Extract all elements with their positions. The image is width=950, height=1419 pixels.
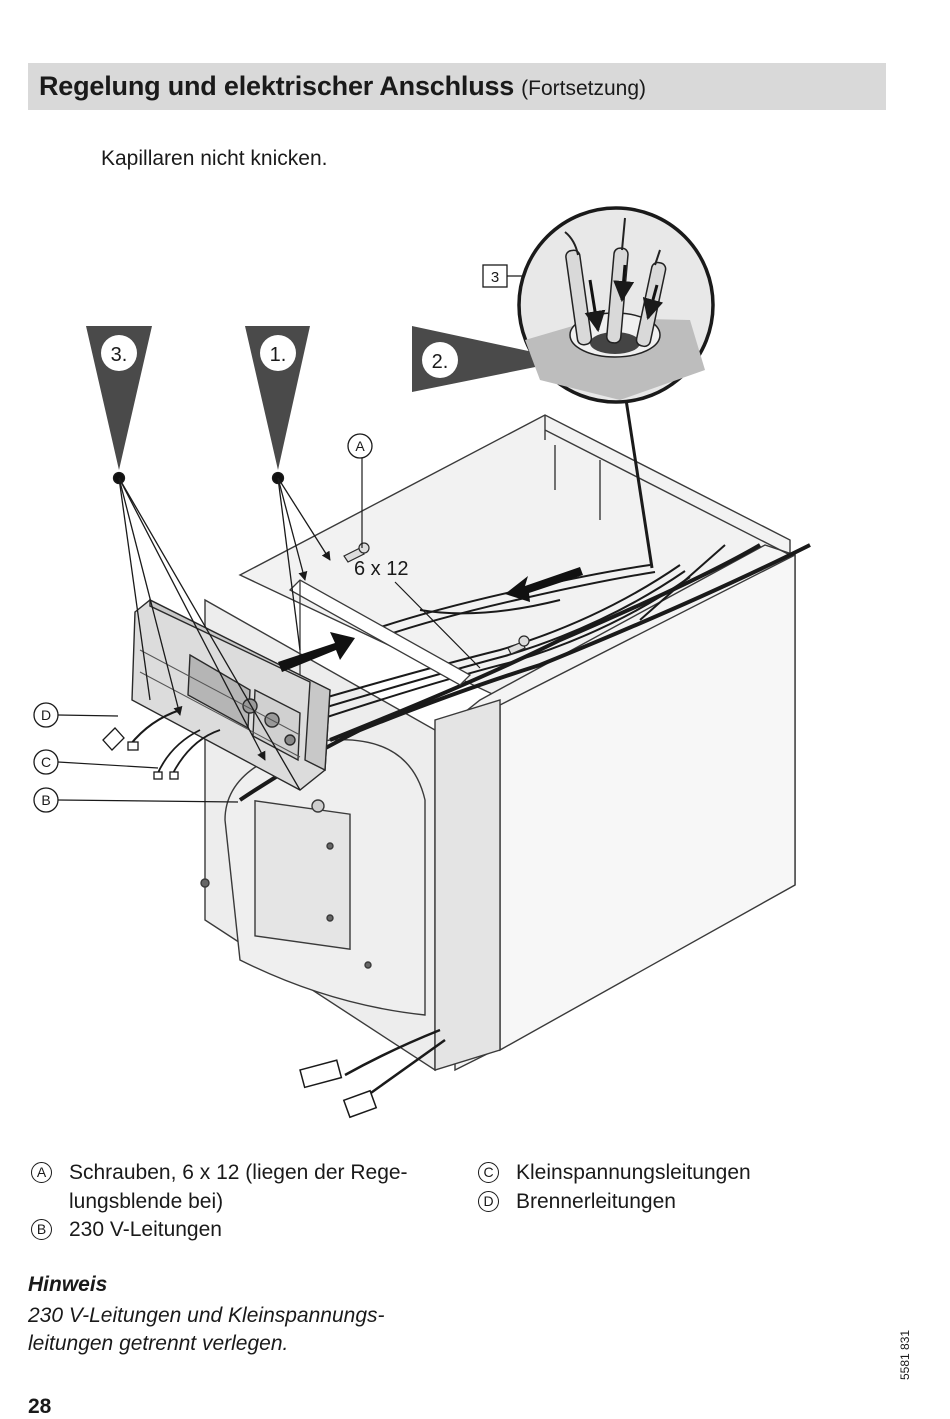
detail-magnifier (517, 206, 715, 569)
section-header: Regelung und elektrischer Anschluss (For… (28, 63, 886, 110)
detail-box-number: 3 (491, 269, 499, 286)
screw-b (507, 635, 530, 655)
screw-a (343, 542, 370, 563)
legend-item-c: C Kleinspannungsleitungen (478, 1158, 751, 1187)
page-number: 28 (28, 1395, 52, 1418)
legend-letter-a: A (31, 1162, 52, 1183)
legend-text-a-cont: lungsblende bei) (69, 1190, 224, 1213)
section-subtitle: (Fortsetzung) (521, 76, 646, 100)
callout-c-letter: C (41, 754, 51, 770)
legend-item-d: D Brennerleitungen (478, 1187, 676, 1216)
slide-arrow-left (278, 632, 355, 672)
burner-plugs (299, 1028, 446, 1119)
legend-text-d: Brennerleitungen (516, 1190, 676, 1213)
callout-b-letter: B (41, 792, 50, 808)
callout-c: C (33, 749, 159, 775)
slide-arrow-back (505, 567, 583, 602)
legend-item-a: A Schrauben, 6 x 12 (liegen der Rege- lu… (31, 1158, 408, 1216)
legend-text-b: 230 V-Leitungen (69, 1218, 222, 1241)
legend-item-b: B 230 V-Leitungen (31, 1215, 222, 1244)
callout-a-letter: A (355, 438, 365, 454)
note-title: Hinweis (28, 1273, 108, 1296)
step-2-pointer: 2. (412, 326, 570, 392)
step-1-pointer: 1. (245, 326, 310, 470)
step-3-label: 3. (111, 344, 128, 366)
callout-a: A (347, 433, 373, 459)
control-plugs (102, 709, 221, 780)
legend-text-c: Kleinspannungsleitungen (516, 1161, 751, 1184)
callout-d-letter: D (41, 707, 51, 723)
note-text: 230 V-Leitungen und Kleinspannungs-leitu… (28, 1304, 385, 1355)
step-leader-lines (112, 471, 331, 791)
step-3-pointer: 3. (86, 326, 152, 470)
step-1-label: 1. (270, 344, 287, 366)
step-2-label: 2. (432, 351, 449, 373)
screw-size-label: 6 x 12 (354, 558, 408, 580)
intro-text: Kapillaren nicht knicken. (101, 147, 328, 170)
legend-letter-c: C (478, 1162, 499, 1183)
callout-b: B (33, 787, 239, 813)
burner-housing (200, 738, 426, 1016)
callout-d: D (33, 702, 119, 728)
legend-letter-d: D (478, 1191, 499, 1212)
section-title: Regelung und elektrischer Anschluss (39, 71, 515, 101)
legend-letter-b: B (31, 1219, 52, 1240)
document-number: 5581 831 (898, 1329, 912, 1380)
detail-box-label: 3 (482, 264, 525, 288)
legend-text-a: Schrauben, 6 x 12 (liegen der Rege- (69, 1161, 408, 1184)
